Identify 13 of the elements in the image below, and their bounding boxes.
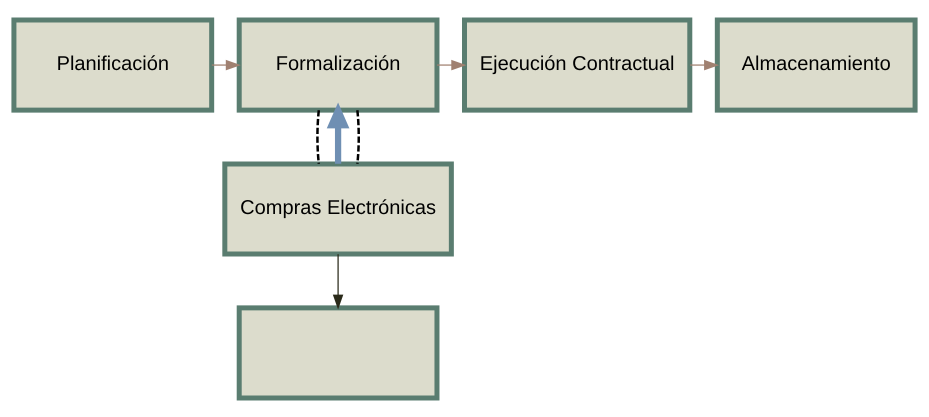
node-box: Formalización — [236, 17, 440, 112]
arrow — [326, 102, 350, 164]
arrow — [690, 59, 720, 70]
arrow — [437, 59, 466, 70]
arrow — [332, 254, 344, 310]
node-box: Almacenamiento — [714, 17, 918, 112]
node-box: Compras Electrónicas — [222, 160, 454, 256]
node-box — [236, 304, 440, 400]
connector — [356, 110, 360, 164]
node-box: Ejecución Contractual — [462, 17, 692, 112]
connector — [316, 110, 320, 164]
node-box: Planificación — [11, 17, 214, 112]
arrow — [212, 59, 241, 70]
